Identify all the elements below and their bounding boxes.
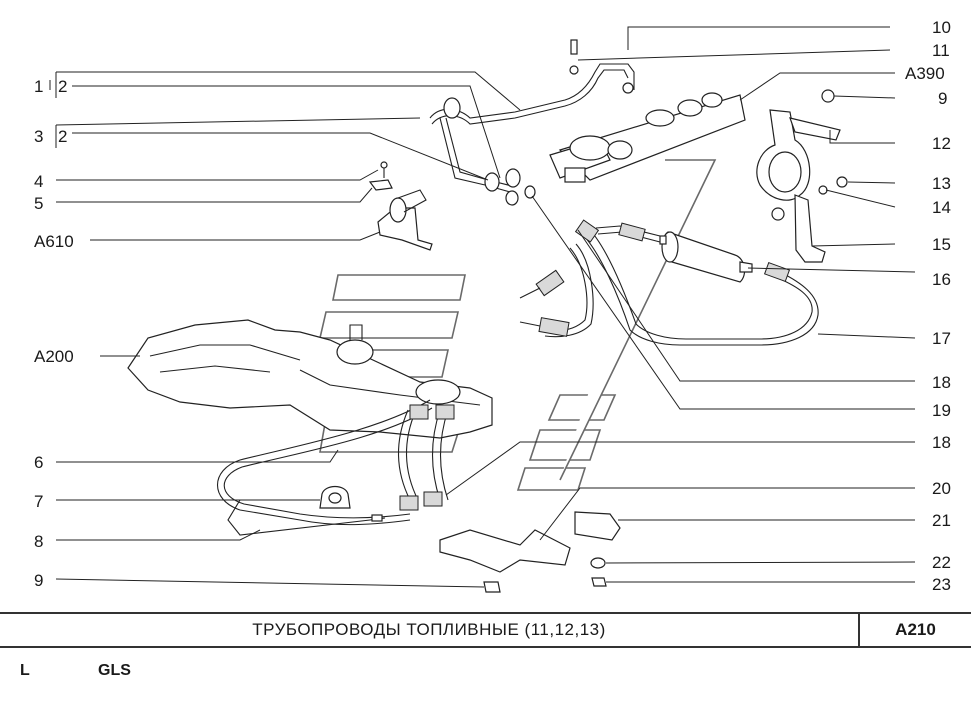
footer-left-mark: L <box>20 662 30 679</box>
label-15: 15 <box>932 235 951 254</box>
label-18a: 18 <box>932 373 951 392</box>
label-22: 22 <box>932 553 951 572</box>
label-12: 12 <box>932 134 951 153</box>
labels-right: 10 11 A390 9 12 13 14 15 16 17 18 19 18 … <box>905 18 951 594</box>
label-9-left: 9 <box>34 571 43 590</box>
label-6: 6 <box>34 453 43 472</box>
label-A390: A390 <box>905 64 945 83</box>
label-1: 1 <box>34 77 43 96</box>
fuel-tank <box>127 319 493 439</box>
label-A200: A200 <box>34 347 74 366</box>
diagram-title: ТРУБОПРОВОДЫ ТОПЛИВНЫЕ (11,12,13) <box>252 620 606 639</box>
label-10: 10 <box>932 18 951 37</box>
label-9-right: 9 <box>938 89 947 108</box>
lower-bracket-group <box>439 511 621 593</box>
label-20: 20 <box>932 479 951 498</box>
rear-lines <box>216 399 455 536</box>
label-16: 16 <box>932 270 951 289</box>
fuel-rail-assembly <box>549 92 746 183</box>
leader-lines <box>49 26 916 588</box>
fuel-lines-diagram: 1 2 3 2 4 5 A610 A200 6 7 8 9 10 11 A390… <box>34 18 951 594</box>
label-3: 3 <box>34 127 43 146</box>
clamp-bracket-group <box>368 161 433 251</box>
label-17: 17 <box>932 329 951 348</box>
diagram-code: A210 <box>895 620 936 639</box>
label-5: 5 <box>34 194 43 213</box>
filter-clamp-bracket <box>756 89 848 263</box>
footer: L GLS <box>0 648 971 701</box>
upper-supply-line <box>429 39 635 206</box>
label-2b: 2 <box>58 127 67 146</box>
label-19: 19 <box>932 401 951 420</box>
label-21: 21 <box>932 511 951 530</box>
label-7: 7 <box>34 492 43 511</box>
fuel-filter <box>659 231 753 283</box>
label-A610: A610 <box>34 232 74 251</box>
watermark-logo <box>305 159 717 491</box>
labels-left: 1 2 3 2 4 5 A610 A200 6 7 8 9 <box>34 77 74 590</box>
label-23: 23 <box>932 575 951 594</box>
filter-lines <box>519 219 819 346</box>
footer-model: GLS <box>98 662 131 679</box>
title-bar: ТРУБОПРОВОДЫ ТОПЛИВНЫЕ (11,12,13) A210 <box>0 612 971 648</box>
label-2a: 2 <box>58 77 67 96</box>
label-4: 4 <box>34 172 43 191</box>
label-14: 14 <box>932 198 951 217</box>
title-divider <box>858 614 860 646</box>
label-13: 13 <box>932 174 951 193</box>
label-8: 8 <box>34 532 43 551</box>
label-18b: 18 <box>932 433 951 452</box>
label-11: 11 <box>932 41 950 60</box>
